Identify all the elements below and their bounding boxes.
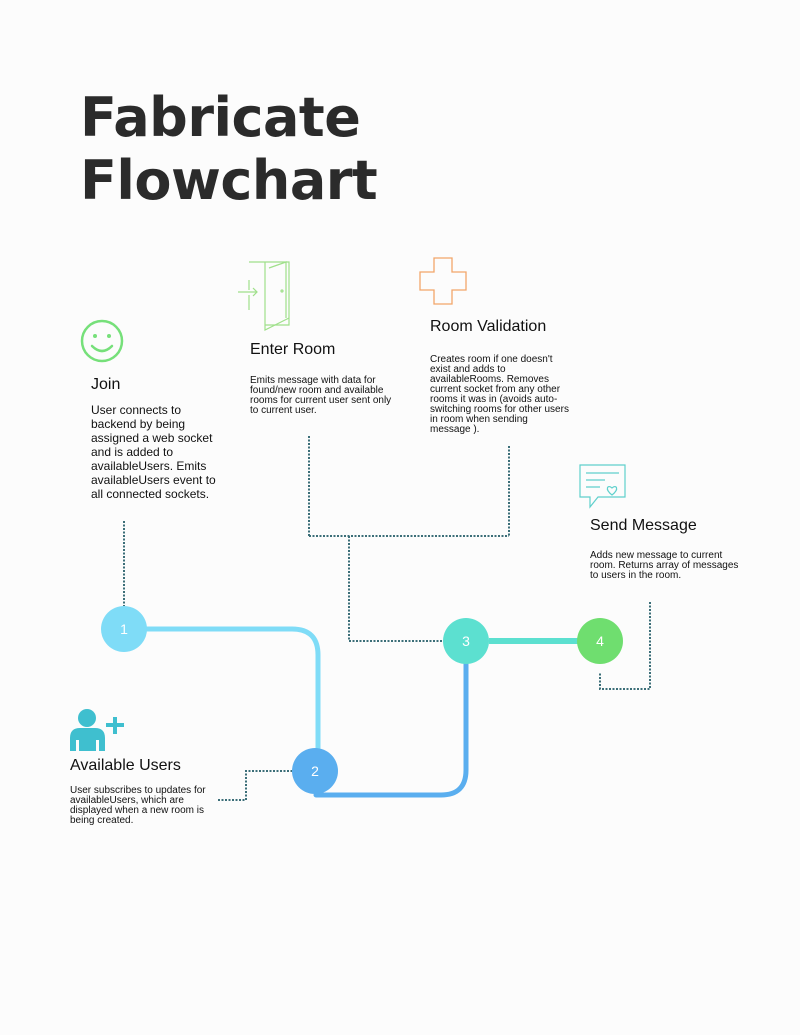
enter-room-description: Emits message with data for found/new ro… xyxy=(250,375,392,416)
door-enter-icon xyxy=(238,261,290,331)
page-title-line-2: Flowchart xyxy=(80,149,378,212)
plus-cross-icon xyxy=(419,257,467,305)
join-description: User connects to backend by being assign… xyxy=(91,403,216,501)
node-2: 2 xyxy=(292,748,338,794)
node-1-label: 1 xyxy=(120,621,128,637)
enter-room-title: Enter Room xyxy=(250,341,336,358)
smiley-icon xyxy=(80,319,124,363)
add-user-icon xyxy=(70,709,124,751)
connector-merge-to-node-3 xyxy=(348,536,444,642)
node-4: 4 xyxy=(577,618,623,664)
room-validation-title: Room Validation xyxy=(430,318,547,335)
dashed-connectors xyxy=(123,436,651,801)
page-title-line-1: Fabricate xyxy=(80,86,361,149)
connector-users-to-node-2 xyxy=(218,770,292,801)
message-heart-icon xyxy=(579,464,626,509)
node-3: 3 xyxy=(443,618,489,664)
node-4-label: 4 xyxy=(596,633,604,649)
flow-path-1-to-2 xyxy=(143,626,321,751)
node-2-label: 2 xyxy=(311,763,319,779)
room-validation-description: Creates room if one doesn't exist and ad… xyxy=(430,354,569,435)
node-1: 1 xyxy=(101,606,147,652)
page-title: Fabricate Flowchart xyxy=(80,86,378,212)
send-message-title: Send Message xyxy=(590,517,697,534)
node-3-label: 3 xyxy=(462,633,470,649)
connector-send-message xyxy=(599,602,651,690)
available-users-title: Available Users xyxy=(70,757,181,774)
join-title: Join xyxy=(91,376,121,393)
send-message-description: Adds new message to current room. Return… xyxy=(590,550,739,581)
flow-path-2-to-3 xyxy=(313,661,469,798)
available-users-description: User subscribes to updates for available… xyxy=(70,785,206,826)
